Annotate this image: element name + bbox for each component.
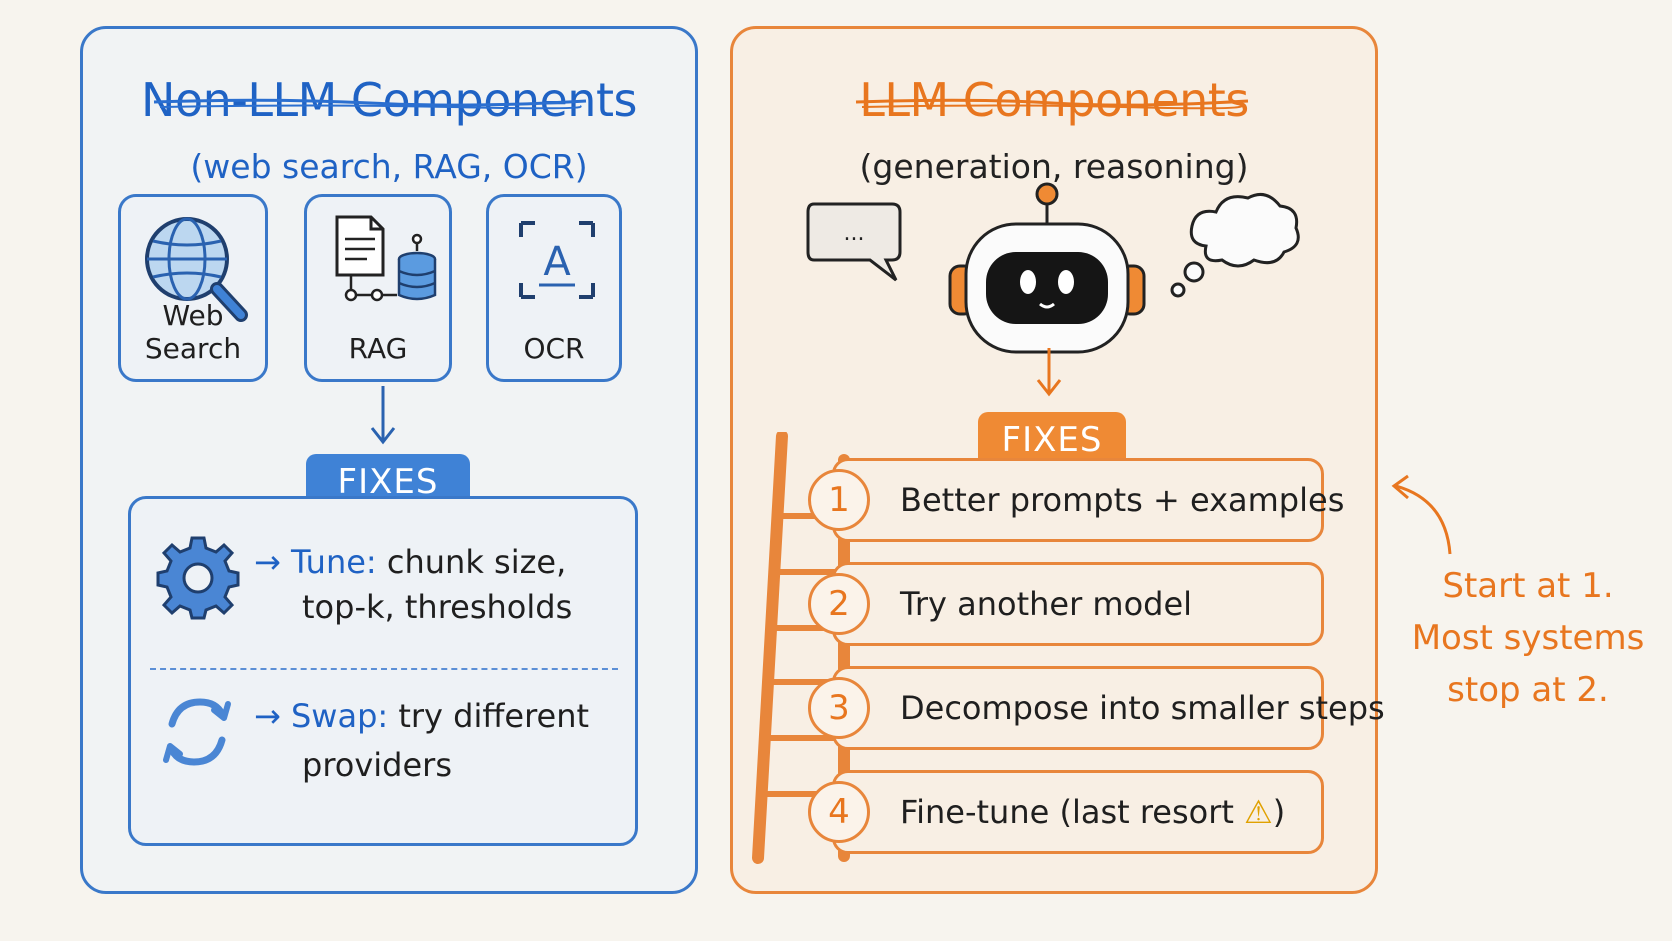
tune-fix-line1: → Tune: chunk size, (254, 543, 566, 581)
rag-label: RAG (348, 332, 408, 365)
globe-magnifier-icon (145, 217, 248, 322)
refresh-icon (163, 698, 231, 766)
step-2-box (832, 562, 1324, 646)
swap-arrow: → (254, 697, 281, 735)
speech-bubble-text: ... (844, 221, 865, 246)
step-2-number: 2 (808, 573, 870, 635)
warning-icon: ⚠ (1244, 793, 1273, 831)
tune-arrow: → (254, 543, 281, 581)
side-note-line2: Most systems (1411, 618, 1645, 658)
web-search-tile[interactable]: Web Search (118, 194, 268, 382)
curved-arrow-icon (1391, 474, 1452, 555)
step-3-box (832, 666, 1324, 750)
step-2-label: Try another model (900, 585, 1193, 623)
web-search-label: Web Search (144, 299, 242, 365)
ocr-label: OCR (523, 332, 585, 365)
thought-cloud-icon (1170, 192, 1300, 298)
step-4-box (832, 770, 1324, 854)
llm-title-underline (855, 98, 1249, 110)
fixes-divider (150, 668, 618, 670)
rag-tile[interactable]: RAG (304, 194, 452, 382)
step-3-number: 3 (808, 677, 870, 739)
robot-icon (948, 182, 1146, 354)
llm-subtitle: (generation, reasoning) (859, 147, 1249, 186)
non-llm-subtitle: (web search, RAG, OCR) (190, 147, 588, 186)
step-4-number: 4 (808, 781, 870, 843)
text-scan-icon: A (519, 221, 595, 299)
step-4-closing: ) (1272, 793, 1286, 831)
side-note: Start at 1. Most systems stop at 2. (1408, 560, 1648, 716)
tune-keyword: Tune: (290, 543, 377, 581)
ocr-tile[interactable]: A OCR (486, 194, 622, 382)
side-note-line1: Start at 1. (1442, 566, 1614, 606)
step-3-label: Decompose into smaller steps (900, 689, 1385, 727)
swap-text-1: try different (398, 697, 590, 735)
swap-text-2: providers (302, 746, 452, 784)
document-database-icon (335, 215, 437, 302)
step-4-label: Fine-tune (last resort ⚠) (900, 793, 1285, 831)
non-llm-title-underline (153, 98, 587, 110)
side-note-line3: stop at 2. (1447, 670, 1609, 710)
step-4-text: Fine-tune (last resort (900, 793, 1234, 831)
down-arrow-icon (370, 386, 396, 445)
step-1-box (832, 458, 1324, 542)
gear-icon (156, 536, 240, 620)
tune-text-2: top-k, thresholds (302, 588, 573, 626)
llm-down-arrow-icon (1036, 348, 1062, 397)
svg-text:A: A (543, 239, 571, 285)
step-1-number: 1 (808, 469, 870, 531)
step-1-label: Better prompts + examples (900, 481, 1345, 519)
speech-bubble-icon: ... (806, 202, 902, 282)
swap-keyword: Swap: (290, 697, 389, 735)
tune-text-1: chunk size, (386, 543, 567, 581)
swap-fix-line1: → Swap: try different (254, 697, 589, 735)
